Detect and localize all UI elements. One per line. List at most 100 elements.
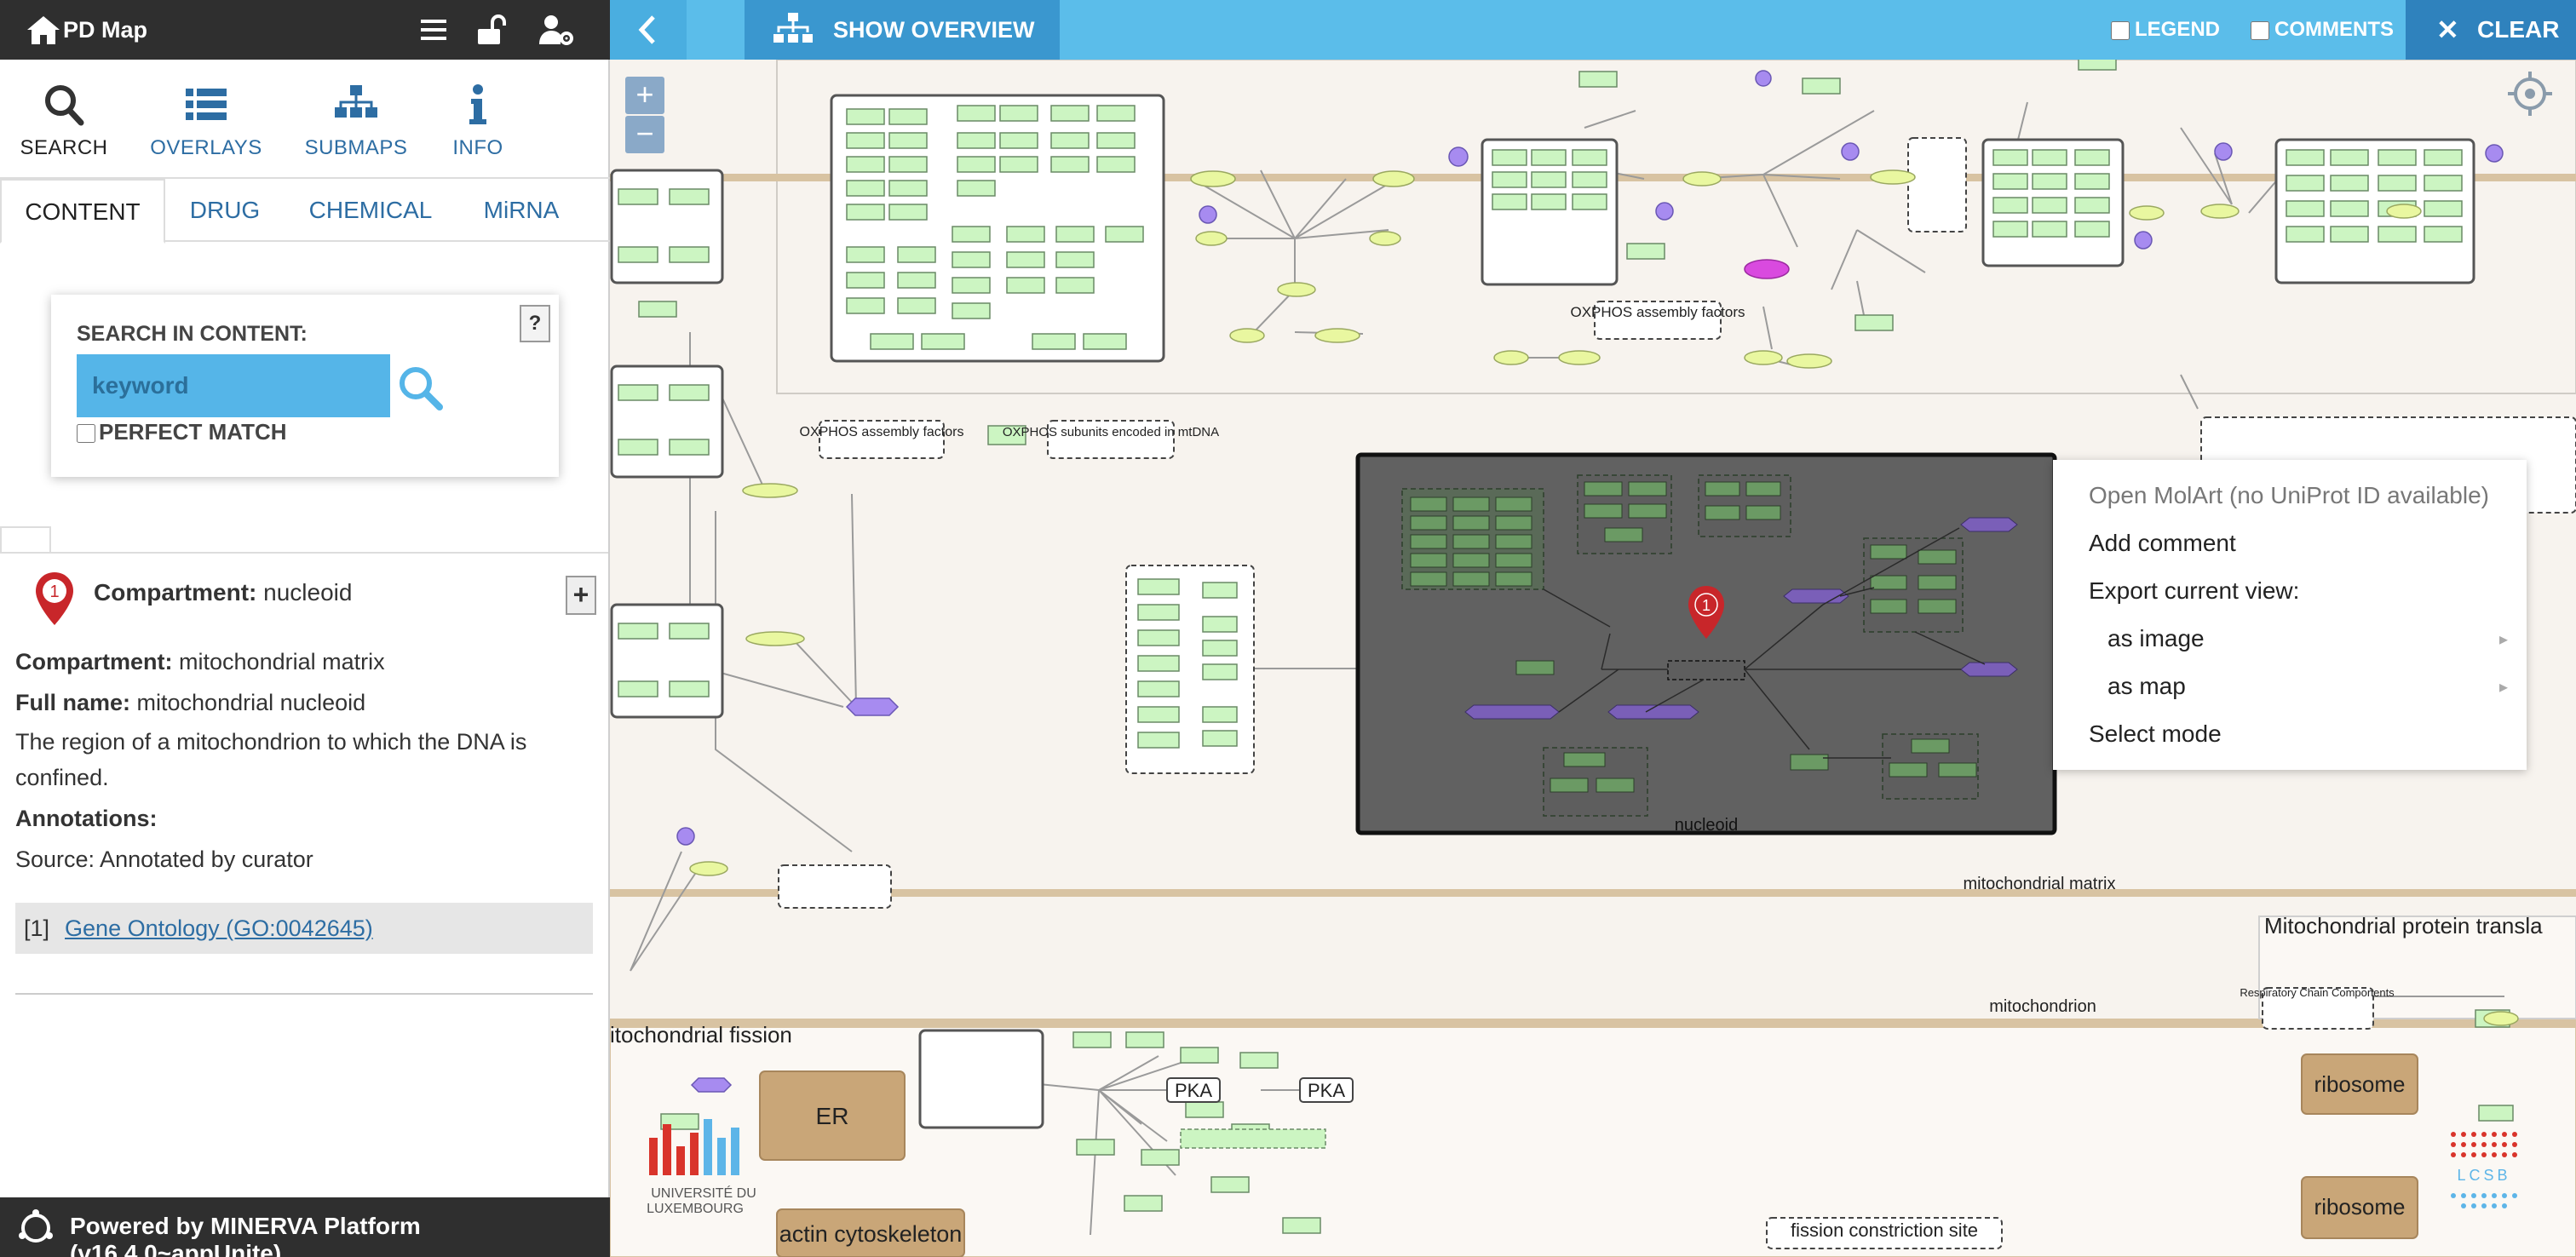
menu-item-select-mode[interactable]: Select mode [2089, 720, 2222, 747]
description-line-1: The region of a mitochondrion to which t… [15, 729, 527, 755]
translation-label: Mitochondrial protein transla [2264, 913, 2543, 938]
help-button[interactable]: ? [520, 305, 550, 342]
menu-item-as-map[interactable]: as map [2107, 673, 2186, 699]
menu-item-export-view: Export current view: [2089, 577, 2300, 604]
molecule-nodes [689, 169, 2519, 1026]
subtab-chemical[interactable]: CHEMICAL [308, 197, 433, 223]
tab-search[interactable]: SEARCH [9, 60, 119, 179]
comments-checkbox[interactable] [2251, 20, 2269, 40]
search-title: SEARCH IN CONTENT: [77, 322, 308, 346]
oxphos-mtdna-label: OXPHOS subunits encoded in mtDNA [1003, 425, 1219, 439]
result-tab[interactable] [0, 526, 51, 554]
map-marker-pin[interactable]: 1 [1688, 586, 1724, 639]
collapse-panel-button[interactable] [610, 0, 687, 60]
info-icon [469, 84, 486, 124]
marker-number: 1 [1702, 597, 1711, 614]
chevron-right-icon: ▸ [2498, 678, 2508, 697]
species-nodes [618, 60, 2514, 1234]
svg-text:ribosome: ribosome [2314, 1194, 2406, 1220]
er-node[interactable]: ER [759, 1070, 906, 1161]
ribosome-node-1[interactable]: ribosome [2301, 1053, 2418, 1115]
svg-text:LUXEMBOURG: LUXEMBOURG [647, 1202, 744, 1216]
oxphos-label-1: OXPHOS assembly factors [800, 425, 964, 439]
svg-text:LCSB: LCSB [2457, 1167, 2510, 1184]
footer-text[interactable]: Powered by MINERVA Platform (v16.4.0~app… [70, 1213, 421, 1257]
nucleoid-compartment[interactable]: nucleoid [1355, 452, 2057, 835]
marker-number: 1 [49, 583, 59, 601]
search-icon [45, 85, 84, 126]
svg-text:UNIVERSITÉ DU: UNIVERSITÉ DU [651, 1185, 756, 1201]
content-subtabs: CONTENT DRUG CHEMICAL MiRNA [0, 179, 610, 244]
search-results: 1 Compartment: nucleoid + Compartment: m… [0, 552, 608, 1032]
pka-node-1[interactable]: PKA [1166, 1077, 1221, 1103]
hexagon-nodes [690, 697, 900, 1093]
ribosome-node-2[interactable]: ribosome [2301, 1176, 2418, 1239]
lcsb-logo: LCSB [2451, 1132, 2517, 1208]
subtab-drug[interactable]: DRUG [189, 197, 261, 223]
svg-text:PKA: PKA [1308, 1080, 1345, 1101]
legend-toggle[interactable]: LEGEND [2111, 17, 2220, 43]
show-overview-button[interactable]: SHOW OVERVIEW [745, 0, 1060, 60]
menu-icon[interactable] [416, 12, 451, 48]
search-submit-icon[interactable] [392, 359, 448, 416]
annotations-label: Annotations: [15, 806, 158, 831]
nucleoid-label: nucleoid [1675, 816, 1739, 835]
membrane-line [610, 889, 2576, 897]
search-input[interactable] [77, 354, 390, 417]
source-row: Source: Annotated by curator [15, 847, 313, 872]
context-menu: Open MolArt (no UniProt ID available) Ad… [2053, 460, 2527, 770]
svg-text:ribosome: ribosome [2314, 1071, 2406, 1097]
unlock-icon[interactable] [474, 12, 509, 48]
fullname-row: Full name: mitochondrial nucleoid [15, 690, 366, 715]
subtab-mirna[interactable]: MiRNA [483, 197, 560, 223]
expand-button[interactable]: + [566, 576, 596, 615]
perfect-match-option[interactable]: PERFECT MATCH [77, 419, 287, 445]
sitemap-icon [773, 13, 813, 43]
crosshair-icon[interactable] [2506, 70, 2554, 118]
divider [15, 993, 593, 995]
fission-site-label: fission constriction site [1791, 1220, 1978, 1241]
svg-text:actin cytoskeleton: actin cytoskeleton [779, 1221, 963, 1247]
ion-nodes [676, 70, 2504, 846]
mitochondrion-label: mitochondrion [1989, 997, 2096, 1016]
menu-item-add-comment[interactable]: Add comment [2089, 530, 2236, 556]
resp-chain-label: Respiratory Chain Components [2240, 986, 2395, 999]
svg-text:ER: ER [816, 1103, 849, 1129]
perfect-match-checkbox[interactable] [77, 424, 95, 444]
tab-overlays[interactable]: OVERLAYS [145, 60, 267, 179]
fission-label: itochondrial fission [610, 1022, 792, 1048]
close-icon: ✕ [2436, 14, 2459, 45]
chevron-right-icon: ▸ [2498, 630, 2508, 649]
pka-node-2[interactable]: PKA [1299, 1077, 1354, 1103]
user-settings-icon[interactable] [538, 12, 574, 48]
menu-item-as-image[interactable]: as image [2107, 625, 2205, 651]
overlays-icon [186, 89, 227, 120]
membrane-line [610, 1019, 2576, 1026]
zoom-controls: + − [625, 77, 664, 155]
compartment-row: Compartment: mitochondrial matrix [15, 649, 385, 674]
marker-pin-icon[interactable]: 1 [34, 571, 75, 627]
app-title: PD Map [63, 17, 148, 43]
footer: Powered by MINERVA Platform (v16.4.0~app… [0, 1197, 610, 1257]
svg-text:PKA: PKA [1175, 1080, 1212, 1101]
zoom-out-button[interactable]: − [625, 116, 664, 153]
subtab-content[interactable]: CONTENT [0, 179, 165, 244]
comments-toggle[interactable]: COMMENTS [2251, 17, 2394, 43]
description-line-2: confined. [15, 765, 109, 790]
tab-info[interactable]: INFO [440, 60, 516, 179]
oxphos-label-2: OXPHOS assembly factors [1570, 304, 1745, 320]
annotation-link[interactable]: Gene Ontology (GO:0042645) [65, 915, 373, 941]
clear-button[interactable]: ✕ CLEAR [2406, 0, 2576, 60]
minerva-logo-icon[interactable] [15, 1208, 56, 1248]
menu-item-open-molart[interactable]: Open MolArt (no UniProt ID available) [2089, 482, 2489, 508]
sitemap-icon [335, 85, 377, 118]
tab-submaps[interactable]: SUBMAPS [298, 60, 414, 179]
result-heading: Compartment: nucleoid [94, 579, 353, 606]
chevron-left-icon [638, 15, 655, 44]
home-icon[interactable] [26, 13, 61, 47]
map-canvas[interactable]: OXPHOS assembly factors OXPHOS subunits … [610, 60, 2576, 1257]
legend-checkbox[interactable] [2111, 20, 2130, 40]
actin-node[interactable]: actin cytoskeleton [776, 1208, 965, 1257]
map-toolbar: SHOW OVERVIEW LEGEND COMMENTS ✕ CLEAR [610, 0, 2576, 60]
zoom-in-button[interactable]: + [625, 77, 664, 114]
